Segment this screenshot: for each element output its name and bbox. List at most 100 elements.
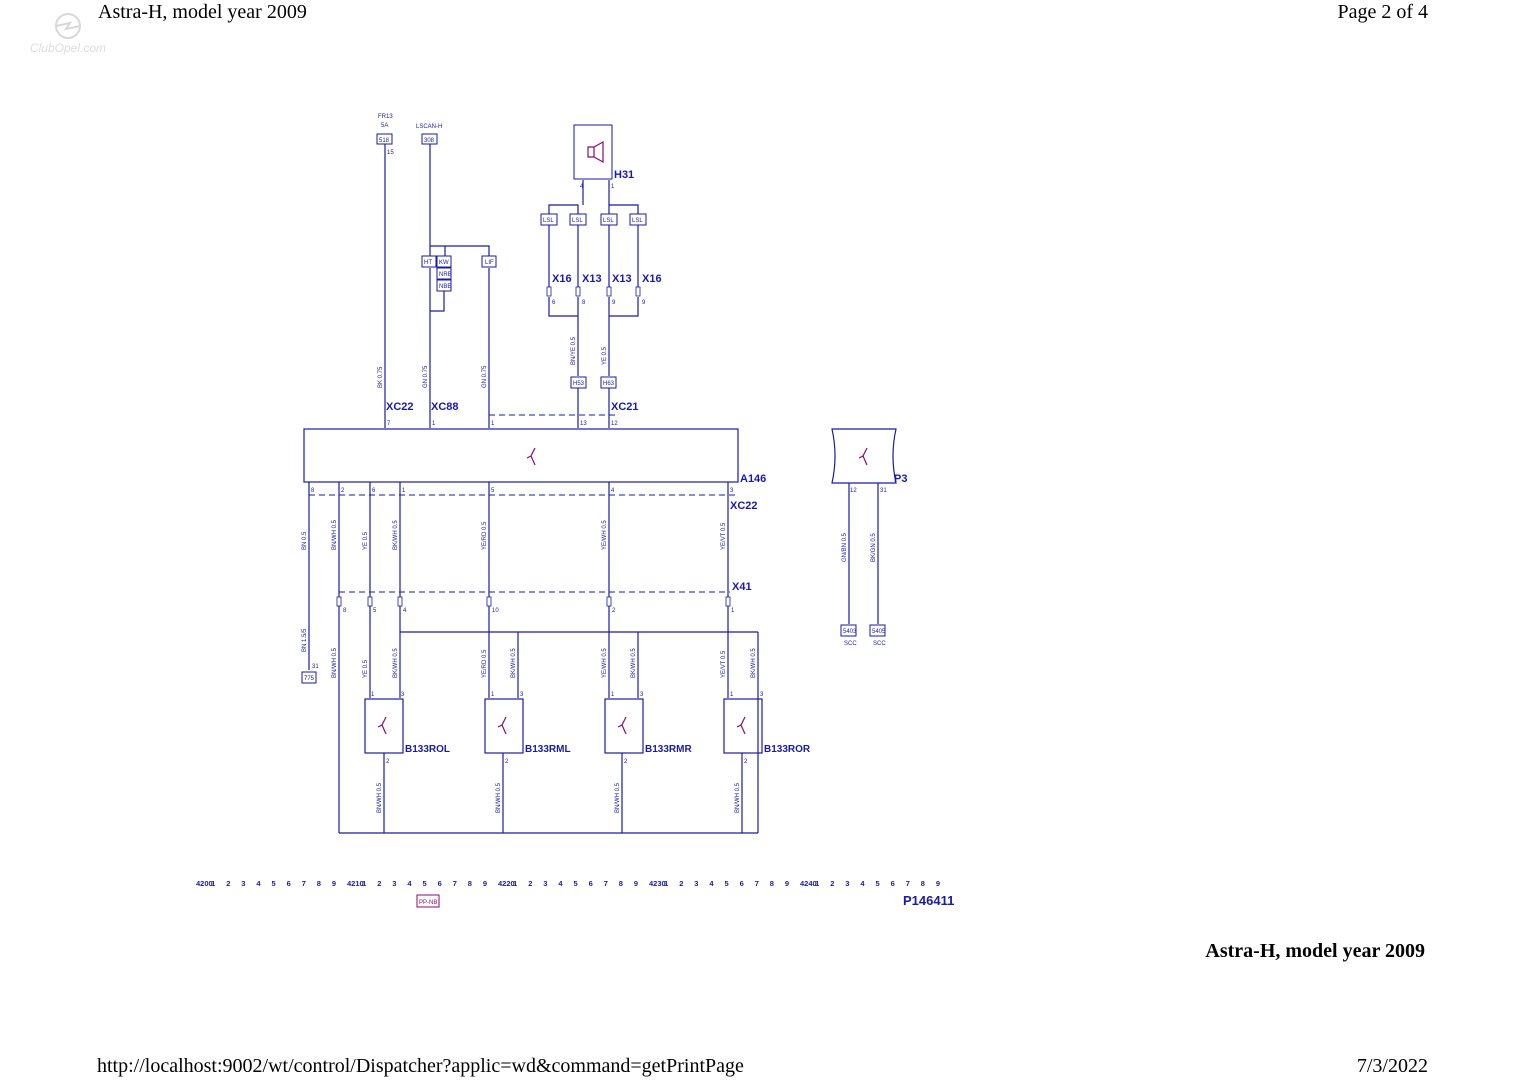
module-icon — [526, 447, 536, 466]
rml-pin-2: 2 — [505, 759, 509, 765]
rmr-pin-3: 3 — [640, 692, 644, 698]
a146-label: A146 — [740, 473, 766, 485]
wire-gn-075-a: GN 0.75 — [423, 365, 429, 388]
x41-pin-8: 8 — [343, 608, 347, 614]
ruler-mark: 7 — [302, 879, 306, 888]
ruler-mark: 7 — [906, 879, 910, 888]
wire-sensor-bnwh: BN/WH 0.5 — [332, 647, 338, 678]
x41-pin-1: 1 — [731, 608, 735, 614]
pin-x16-right: 9 — [642, 300, 646, 306]
sensor-rml-icon — [497, 716, 507, 735]
ruler-mark: 5 — [574, 879, 578, 888]
ror-pin-3: 3 — [760, 692, 764, 698]
fuse-pin: 15 — [387, 150, 394, 156]
ground-pin: 31 — [312, 664, 319, 670]
wire-sensor-yerd: YE/RD 0.5 — [482, 649, 488, 678]
p3-icon — [858, 447, 868, 466]
p3-box-label-1: SCC — [844, 641, 857, 647]
wires — [303, 144, 897, 834]
splice-lif: LIF — [485, 260, 494, 266]
ruler-mark: 6 — [740, 879, 744, 888]
ruler-mark: 1 — [211, 879, 215, 888]
sensor-rol-label: B133ROL — [405, 744, 450, 755]
ruler-mark: 1 — [664, 879, 668, 888]
wire-sensor-yevt: YE/VT 0.5 — [721, 650, 727, 678]
sensor-rmr-icon — [617, 716, 627, 735]
ruler-mark: 6 — [589, 879, 593, 888]
a146-pin-6: 6 — [372, 488, 376, 494]
pin-x13-right: 9 — [612, 300, 616, 306]
ruler-mark: 9 — [332, 879, 336, 888]
ruler-mark: 4220 — [498, 879, 515, 888]
ruler-mark: 8 — [619, 879, 623, 888]
ruler-mark: 5 — [876, 879, 880, 888]
ruler-mark: 2 — [679, 879, 683, 888]
wire-bn-05: BN 0.5 — [302, 531, 308, 550]
x41-pin-5: 5 — [373, 608, 377, 614]
splice-nrb: NRB — [439, 272, 452, 278]
rol-pin-2: 2 — [386, 759, 390, 765]
p3-pin-31: 31 — [880, 488, 887, 494]
sensor-rml-label: B133RML — [525, 744, 571, 755]
box-h53: H53 — [573, 381, 585, 387]
pin-marks — [336, 286, 731, 607]
lsl-box-3: LSL — [603, 218, 614, 224]
wire-gnbn-05: GN/BN 0.5 — [842, 532, 848, 562]
ruler-mark: 4210 — [347, 879, 364, 888]
xc88-label: XC88 — [431, 401, 459, 413]
fuse-rating: 5A — [381, 123, 388, 129]
ruler-mark: 3 — [694, 879, 698, 888]
ruler-mark: 5 — [423, 879, 427, 888]
fuse-label: FR13 — [378, 114, 393, 120]
a146-pin-4: 4 — [611, 488, 615, 494]
xc22-top-pin: 7 — [387, 421, 391, 427]
lsl-box-4: LSL — [632, 218, 643, 224]
p3-box-5403: 5403 — [843, 629, 857, 635]
wire-gn-075-b: GN 0.75 — [482, 365, 488, 388]
rml-pin-1: 1 — [491, 692, 495, 698]
wire-sensor-bkwh-1: BK/WH 0.5 — [393, 648, 399, 678]
wire-gnd-rol: BN/WH 0.5 — [377, 782, 383, 813]
ruler-mark: 2 — [226, 879, 230, 888]
connector-x16-left: X16 — [552, 273, 572, 285]
ruler-mark: 4230 — [649, 879, 666, 888]
ror-pin-1: 1 — [730, 692, 734, 698]
ruler-mark: 7 — [453, 879, 457, 888]
wire-bn-15: BN 1.5/5 — [302, 628, 308, 652]
p3-box-label-2: SCC — [873, 641, 886, 647]
ruler-mark: 2 — [830, 879, 834, 888]
small-boxes — [301, 124, 886, 684]
footer-date: 7/3/2022 — [1356, 1055, 1428, 1077]
ruler-mark: 4 — [709, 879, 714, 888]
sensor-ror-icon — [736, 716, 746, 735]
lsl-box-1: LSL — [543, 218, 554, 224]
clubopel-logo: ClubOpel.com — [30, 13, 106, 55]
ppnb-box — [416, 894, 440, 908]
wire-bkwh-05-mid: BK/WH 0.5 — [393, 520, 399, 550]
wire-bk-075: BK 0.75 — [378, 366, 384, 388]
rmr-pin-1: 1 — [611, 692, 615, 698]
sensor-rol-icon — [377, 716, 387, 735]
xc88-pin: 1 — [432, 421, 436, 427]
connector-x13-left: X13 — [582, 273, 602, 285]
ruler-mark: 4 — [558, 879, 563, 888]
ruler-mark: 8 — [317, 879, 321, 888]
wire-sensor-bkwh-2: BK/WH 0.5 — [511, 648, 517, 678]
wire-yerd-05-mid: YE/RD 0.5 — [482, 521, 488, 550]
rml-pin-3: 3 — [520, 692, 524, 698]
p3-pin-12: 12 — [850, 488, 857, 494]
ruler-mark: 7 — [604, 879, 608, 888]
x41-pin-10: 10 — [492, 608, 499, 614]
ruler-mark: 3 — [543, 879, 547, 888]
h31-pin-right: 1 — [611, 184, 615, 190]
h31-pin-left: 4 — [580, 184, 584, 190]
ruler-mark: 8 — [921, 879, 925, 888]
lsl-box-2: LSL — [572, 218, 583, 224]
rol-pin-1: 1 — [371, 692, 375, 698]
header-title: Astra-H, model year 2009 — [98, 1, 307, 23]
diagram-id: P146411 — [903, 893, 954, 908]
x41-pin-4: 4 — [403, 608, 407, 614]
ruler-mark: 7 — [755, 879, 759, 888]
xc21-pin-lif: 1 — [491, 421, 495, 427]
